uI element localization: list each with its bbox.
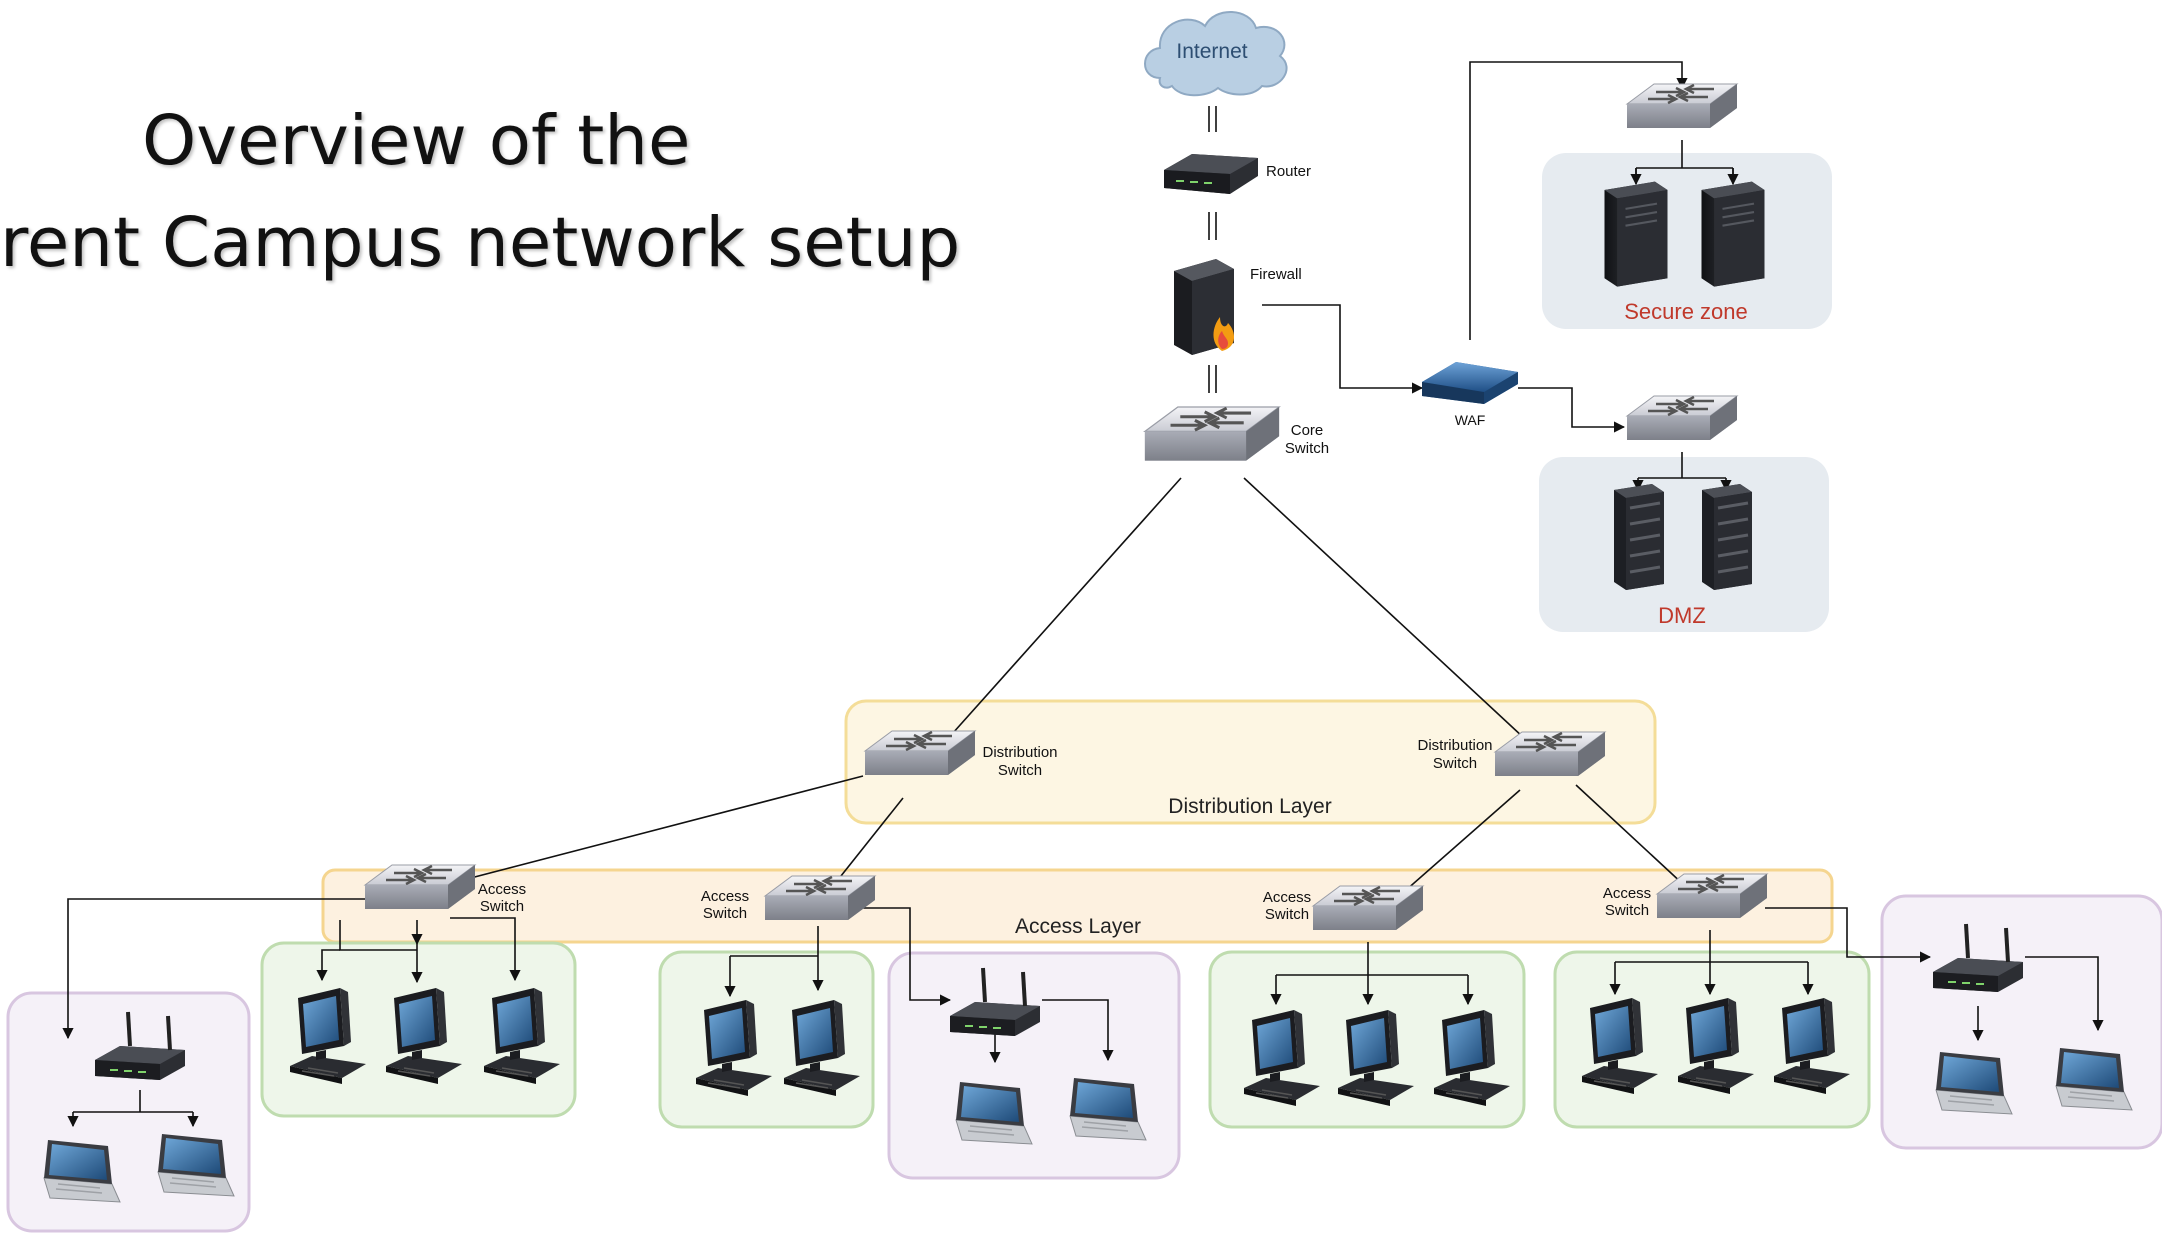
- distribution-switch-1-label-line-2: Switch: [998, 762, 1042, 779]
- dmz-server-2-icon: [1700, 482, 1754, 592]
- distribution-switch-1-label-line-1: Distribution: [982, 744, 1057, 761]
- wifi-group-3: [1880, 894, 2162, 1150]
- waf-label: WAF: [1455, 412, 1486, 428]
- internet-label: Internet: [1176, 40, 1247, 63]
- secure-zone-label: Secure zone: [1624, 299, 1748, 324]
- dmz-label: DMZ: [1658, 603, 1706, 628]
- page-title-line-2: rent Campus network setup: [0, 203, 961, 283]
- distribution-layer-label: Distribution Layer: [1168, 795, 1331, 818]
- core-switch-label-line-2: Switch: [1285, 440, 1329, 457]
- core-switch-icon: [1143, 405, 1281, 463]
- connections: [62, 61, 2104, 1128]
- distribution-layer-box: [844, 699, 1657, 825]
- core-switch-label-line-1: Core: [1291, 422, 1324, 439]
- distribution-switch-2-label-line-2: Switch: [1433, 755, 1477, 772]
- secure-zone-switch-icon: [1625, 82, 1739, 130]
- access-switch-3-label-line-1: Access: [1263, 889, 1311, 906]
- access-switch-1-label-line-2: Switch: [480, 898, 524, 915]
- internet-cloud-icon: [1144, 11, 1288, 97]
- access-layer-box: [321, 868, 1834, 944]
- dmz-switch-icon: [1625, 394, 1739, 442]
- waf-icon: [1422, 362, 1518, 404]
- page-title-line-1: Overview of the: [142, 101, 691, 181]
- router-icon: [1164, 154, 1258, 194]
- access-switch-3-label-line-2: Switch: [1265, 906, 1309, 923]
- firewall-icon: [1174, 259, 1235, 355]
- access-switch-2-label-line-2: Switch: [703, 905, 747, 922]
- access-layer-label: Access Layer: [1015, 915, 1141, 938]
- router-label: Router: [1266, 163, 1311, 180]
- secure-server-1-icon: [1603, 180, 1669, 288]
- access-switch-4-label-line-1: Access: [1603, 885, 1651, 902]
- dmz-server-1-icon: [1612, 482, 1666, 592]
- distribution-switch-2-label-line-1: Distribution: [1417, 737, 1492, 754]
- dmz-zone-box: [1539, 457, 1829, 632]
- access-switch-1-label-line-1: Access: [478, 881, 526, 898]
- secure-server-2-icon: [1700, 180, 1766, 288]
- access-switch-4-label-line-2: Switch: [1605, 902, 1649, 919]
- firewall-label: Firewall: [1250, 266, 1302, 283]
- access-switch-2-label-line-1: Access: [701, 888, 749, 905]
- wifi-group-2: [887, 951, 1181, 1180]
